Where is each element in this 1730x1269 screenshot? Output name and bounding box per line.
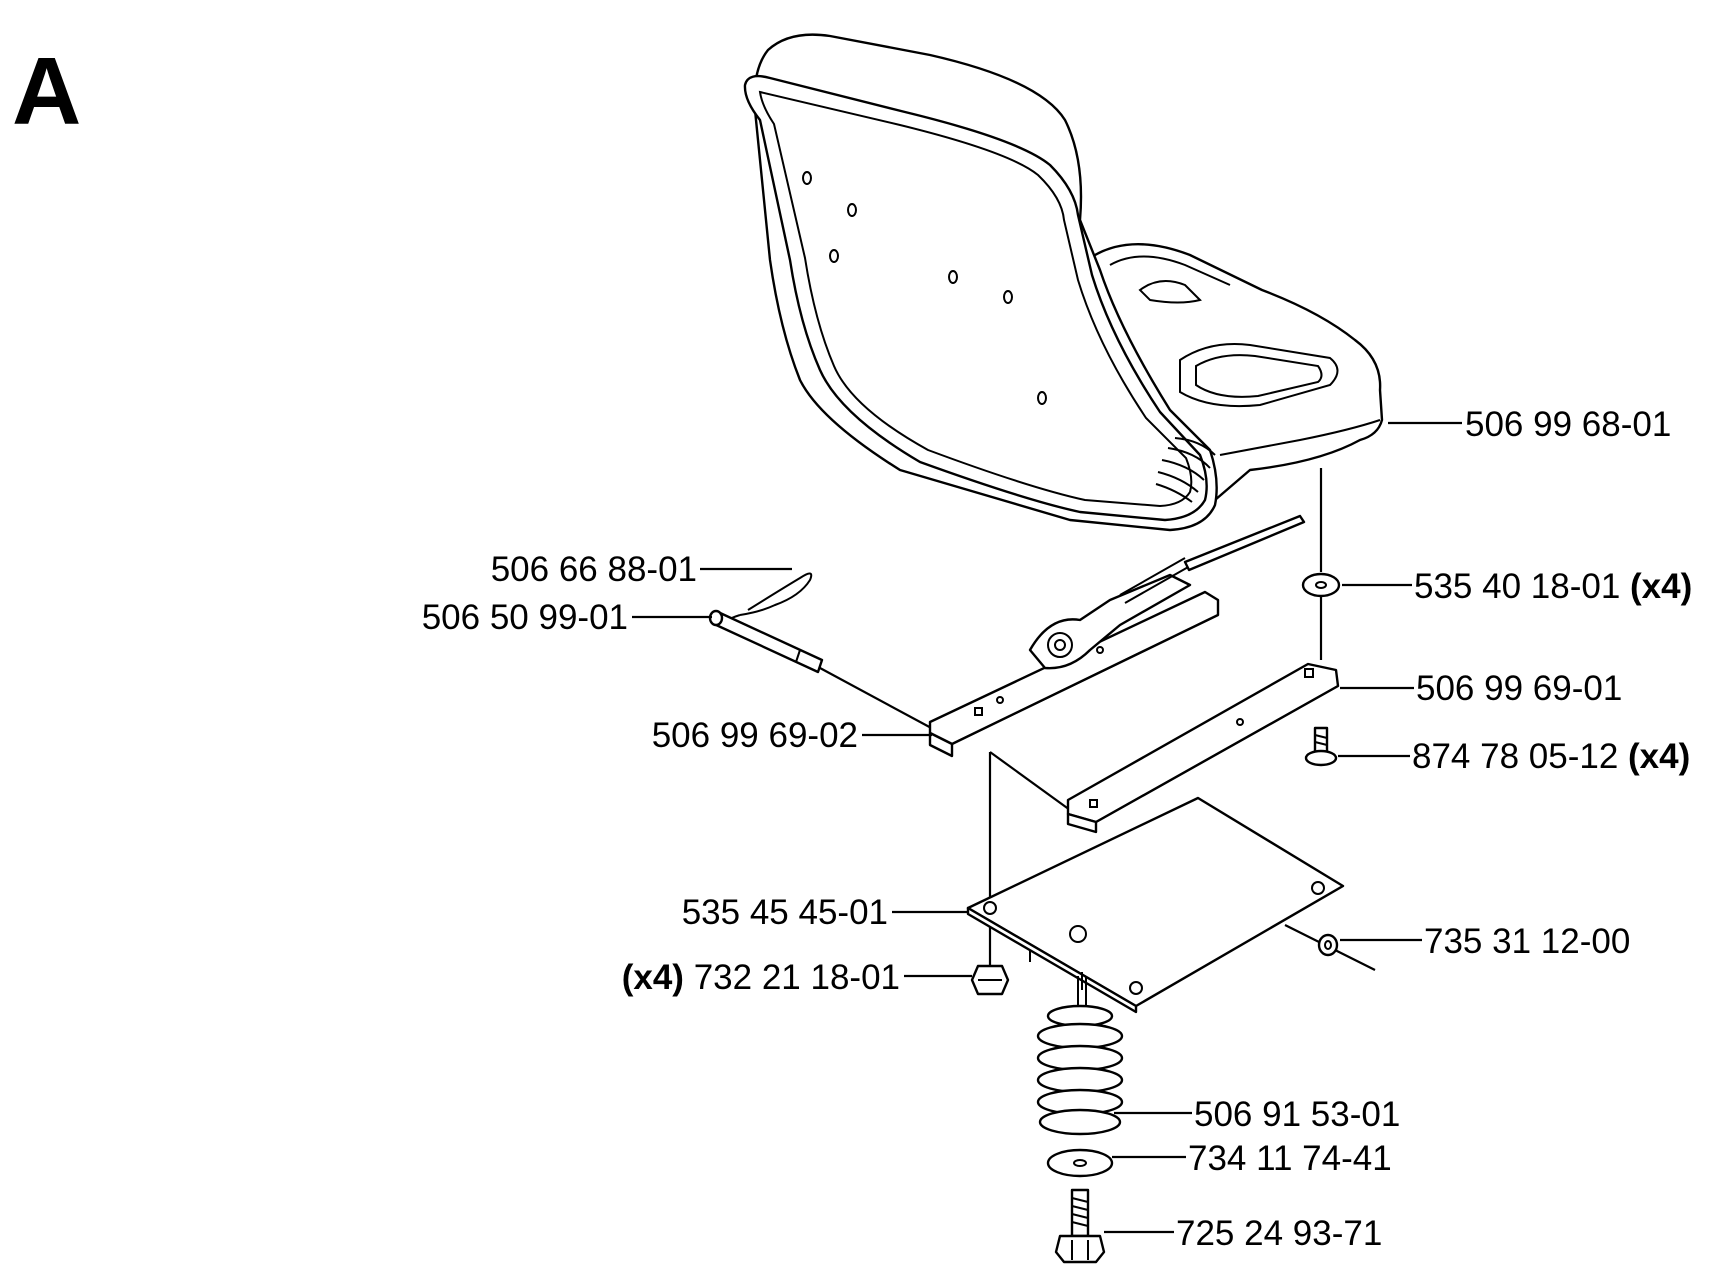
section-label: A	[12, 38, 81, 145]
callout-hair-pin: 506 66 88-01	[491, 550, 697, 589]
callout-rail-right: 506 99 69-01	[1416, 669, 1622, 708]
callout-spring: 506 91 53-01	[1194, 1095, 1400, 1134]
callout-washer-top: 535 40 18-01 (x4)	[1414, 567, 1692, 606]
callout-clip: 735 31 12-00	[1424, 922, 1630, 961]
plate	[966, 796, 1345, 1014]
washer-bottom	[1046, 1148, 1114, 1178]
nut	[970, 964, 1010, 996]
callout-nut: (x4) 732 21 18-01	[622, 958, 900, 997]
rail-left	[928, 514, 1306, 758]
pin	[708, 609, 824, 674]
callout-labels: 506 99 68-01 535 40 18-01 (x4) 506 66 88…	[422, 405, 1693, 1253]
leader-lines	[632, 421, 1462, 1234]
clip	[1317, 933, 1339, 957]
hair-pin	[724, 572, 813, 623]
callout-seat: 506 99 68-01	[1465, 405, 1671, 444]
callout-washer-bottom: 734 11 74-41	[1188, 1139, 1392, 1178]
callout-rail-left: 506 99 69-02	[652, 716, 858, 755]
callout-screw: 874 78 05-12 (x4)	[1412, 737, 1690, 776]
rail-right	[1066, 662, 1340, 834]
callout-bolt: 725 24 93-71	[1176, 1214, 1382, 1253]
bolt	[1054, 1188, 1106, 1264]
spring	[1036, 976, 1124, 1136]
washer-top	[1301, 572, 1341, 598]
screw	[1304, 726, 1338, 767]
callout-pin: 506 50 99-01	[422, 598, 628, 637]
callout-plate: 535 45 45-01	[682, 893, 888, 932]
seat	[743, 33, 1384, 532]
